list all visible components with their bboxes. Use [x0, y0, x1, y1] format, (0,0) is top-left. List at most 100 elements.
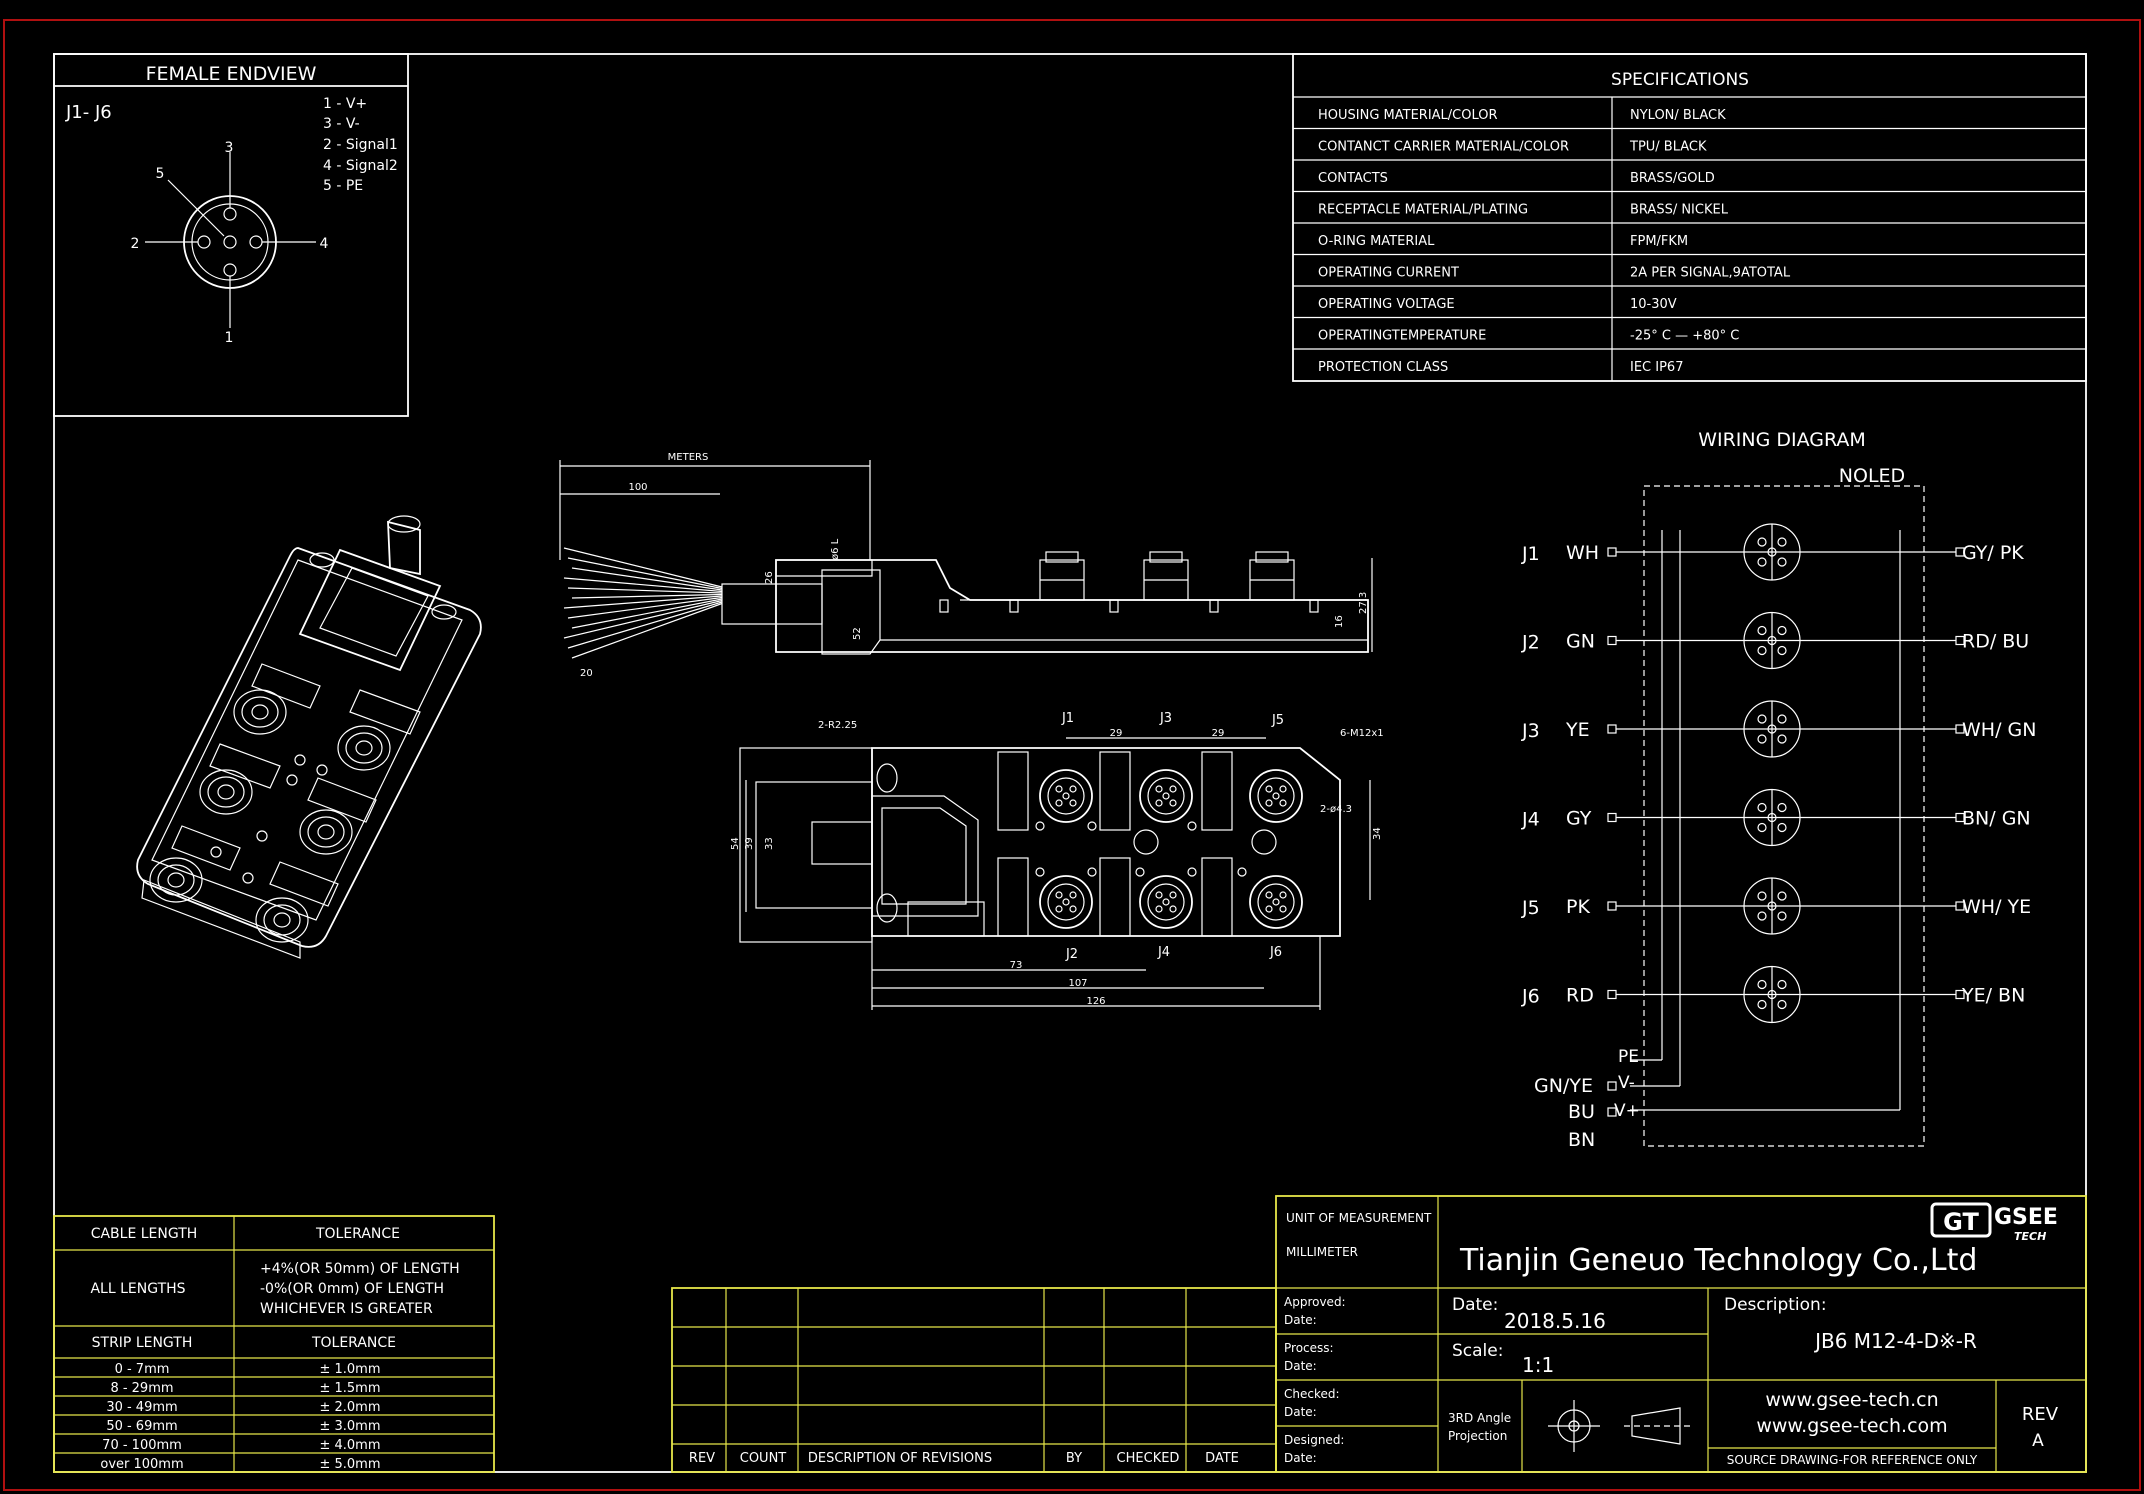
spec-key: HOUSING MATERIAL/COLOR — [1318, 108, 1498, 123]
tolerance-table: CABLE LENGTH TOLERANCE ALL LENGTHS +4%(O… — [53, 1215, 495, 1473]
dim-107: 107 — [1068, 978, 1087, 989]
dim-39: 39 — [744, 837, 755, 850]
dim-20: 20 — [580, 668, 593, 679]
wiring-jack-label: J5 — [1521, 897, 1540, 919]
rev-header-date: DATE — [1205, 1451, 1239, 1466]
dim-34: 34 — [1372, 827, 1383, 840]
strip-length-cell: 30 - 49mm — [106, 1400, 177, 1415]
dim-26: 26 — [764, 571, 775, 584]
pin-number-3: 3 — [225, 140, 234, 156]
gsee-logo-icon: GT GSEE TECH — [1930, 1202, 2058, 1243]
strip-tolerance-cell: ± 3.0mm — [319, 1419, 380, 1434]
rev-header-count: COUNT — [740, 1451, 787, 1466]
pin-legend-5: 5 - PE — [323, 178, 363, 194]
iso-port-icon — [233, 689, 287, 735]
iso-port-icon — [299, 809, 353, 855]
rev-header-by: BY — [1066, 1451, 1082, 1466]
wiring-title: WIRING DIAGRAM — [1698, 429, 1866, 451]
m12-connector-icon — [1743, 523, 1801, 581]
checked-label: Checked: — [1284, 1387, 1340, 1401]
dim-meters: METERS — [668, 452, 709, 463]
spec-key: CONTANCT CARRIER MATERIAL/COLOR — [1318, 140, 1569, 155]
wiring-right-color: YE/ BN — [1961, 985, 2025, 1007]
m12-connector-icon — [1743, 877, 1801, 935]
wiring-left-color: WH — [1566, 542, 1599, 564]
wiring-left-color: GN — [1566, 631, 1595, 653]
checked-date-label: Date: — [1284, 1405, 1317, 1419]
iso-port-icon — [337, 725, 391, 771]
tol-header-strip: STRIP LENGTH — [92, 1335, 193, 1351]
dim-hole: 2-ø4.3 — [1320, 804, 1352, 815]
tol-all-lengths: ALL LENGTHS — [90, 1281, 185, 1297]
dim-29b: 29 — [1212, 728, 1225, 739]
dim-73: 73 — [1010, 960, 1023, 971]
strip-tolerance-cell: ± 4.0mm — [319, 1438, 380, 1453]
tol-all-line-3: WHICHEVER IS GREATER — [260, 1301, 433, 1317]
dim-100: 100 — [628, 482, 647, 493]
spec-key: PROTECTION CLASS — [1318, 360, 1448, 375]
pin-legend-1: 1 - V+ — [323, 96, 367, 112]
website-cn: www.gsee-tech.cn — [1765, 1389, 1938, 1411]
spec-value: FPM/FKM — [1630, 234, 1688, 249]
process-label: Process: — [1284, 1341, 1334, 1355]
wire-vplus: V+ — [1614, 1101, 1640, 1121]
source-note: SOURCE DRAWING-FOR REFERENCE ONLY — [1727, 1453, 1978, 1467]
wiring-jack-label: J2 — [1521, 632, 1540, 654]
label-slot — [1201, 751, 1233, 831]
rev-header-rev: REV — [689, 1451, 715, 1466]
strip-tolerance-cell: ± 1.5mm — [319, 1381, 380, 1396]
dim-54: 54 — [730, 837, 741, 850]
label-slot — [997, 751, 1029, 831]
rev-header-checked: CHECKED — [1117, 1451, 1180, 1466]
m12-connector-icon — [1743, 611, 1801, 670]
wiring-right-color: BN/ GN — [1962, 808, 2031, 830]
iso-port-icon — [255, 897, 309, 943]
spec-value: NYLON/ BLACK — [1630, 108, 1726, 123]
strip-length-cell: 70 - 100mm — [102, 1438, 182, 1453]
company-name: Tianjin Geneuo Technology Co.,Ltd — [1459, 1243, 1977, 1278]
m12-connector-icon — [1743, 965, 1801, 1024]
rev-label: REV — [2022, 1404, 2059, 1425]
spec-value: TPU/ BLACK — [1629, 140, 1707, 155]
wire-pe: PE — [1618, 1047, 1639, 1067]
jack-label-j5: J5 — [1271, 713, 1284, 728]
wiring-right-color: GY/ PK — [1962, 542, 2024, 564]
m12-port-icon — [1039, 875, 1093, 929]
unit-value: MILLIMETER — [1286, 1245, 1358, 1259]
wiring-jack-label: J6 — [1521, 986, 1540, 1008]
strip-length-cell: over 100mm — [100, 1457, 183, 1472]
projection-line-2: Projection — [1448, 1429, 1507, 1443]
pin-number-1: 1 — [225, 330, 234, 346]
female-endview-box: FEMALE ENDVIEW J1- J6 1 - V+ 3 - V- 2 - … — [53, 53, 409, 417]
wiring-jack-label: J1 — [1521, 543, 1540, 565]
wire-vminus: V- — [1618, 1073, 1635, 1093]
dim-52: 52 — [852, 627, 863, 640]
tol-header-tol: TOLERANCE — [315, 1226, 400, 1242]
scale-value: 1:1 — [1522, 1353, 1554, 1377]
label-slot — [1099, 857, 1131, 937]
sheet-border — [3, 19, 2141, 1491]
date-label: Date: — [1452, 1295, 1498, 1315]
wiring-left-color: PK — [1566, 896, 1590, 918]
strip-length-cell: 8 - 29mm — [110, 1381, 173, 1396]
m12-connector-icon — [1743, 700, 1801, 758]
wiring-noled: NOLED — [1839, 465, 1905, 487]
tol-all-line-2: -0%(OR 0mm) OF LENGTH — [260, 1281, 444, 1297]
wiring-right-color: RD/ BU — [1962, 631, 2029, 653]
scale-label: Scale: — [1452, 1341, 1503, 1361]
wire-bu: BU — [1568, 1101, 1595, 1123]
isometric-box-illustration — [136, 515, 482, 959]
wiring-diagram: WIRING DIAGRAM NOLED J1 WH GY/ PK J2 GN RD/ B… — [1521, 429, 2036, 1151]
label-slot — [997, 857, 1029, 937]
tol-all-line-1: +4%(OR 50mm) OF LENGTH — [260, 1261, 460, 1277]
wire-bn: BN — [1568, 1129, 1595, 1151]
label-slot — [1099, 751, 1131, 831]
strip-length-cell: 50 - 69mm — [106, 1419, 177, 1434]
endview-label: J1- J6 — [65, 102, 112, 123]
dim-29a: 29 — [1110, 728, 1123, 739]
projection-line-1: 3RD Angle — [1448, 1411, 1511, 1425]
